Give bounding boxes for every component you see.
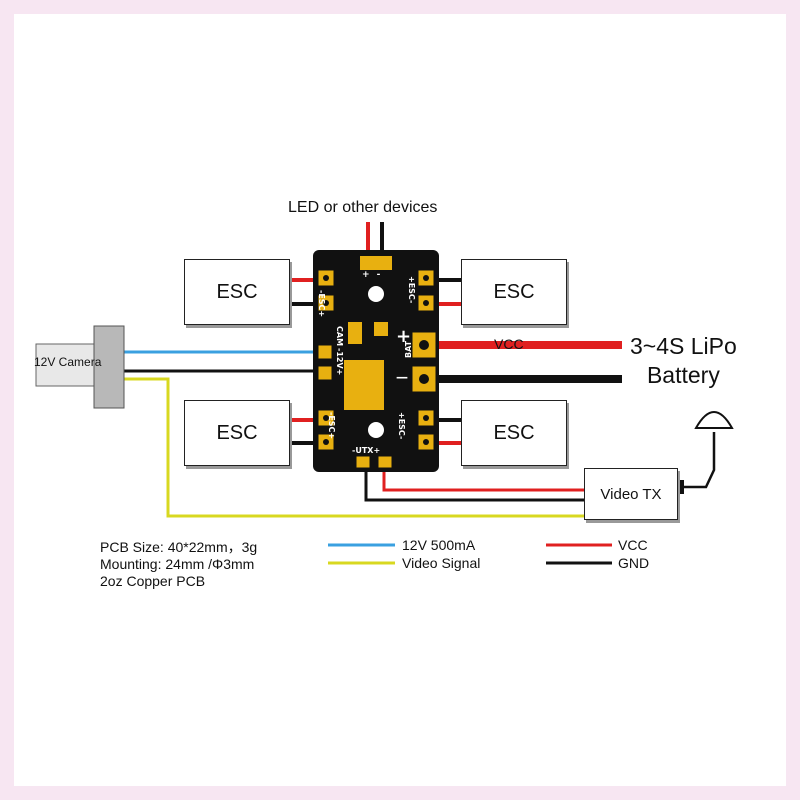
legend-yellow-label: Video Signal <box>402 555 481 571</box>
antenna-icon <box>694 411 734 429</box>
vtx-vcc-wire <box>382 470 584 492</box>
pcb-esc-right-top: +ESC- <box>407 276 416 304</box>
legend-blue-label: 12V 500mA <box>402 537 476 553</box>
battery-label: 3~4S LiPo Battery <box>630 332 737 390</box>
pcb-cam-text: CAM <box>335 326 344 347</box>
video-tx-box: Video TX <box>584 468 678 520</box>
pcb-esc-right-bottom: +ESC- <box>397 412 406 440</box>
pcb-bat-minus: — <box>396 370 408 384</box>
mount-hole-top <box>368 286 384 302</box>
antenna-cable <box>684 432 716 489</box>
component-left <box>348 322 362 344</box>
pcb-esc-left-top: -ESC+ <box>317 290 326 318</box>
camera-body-icon <box>93 325 125 409</box>
battery-label-line2: Battery <box>646 362 720 388</box>
esc-bottom-left: ESC <box>184 400 290 466</box>
vtx-gnd-wire <box>364 470 584 502</box>
pad-utx-plus <box>377 455 393 469</box>
pcb-led-pads-text: + - <box>362 270 383 280</box>
esc-bottom-right: ESC <box>461 400 567 466</box>
legend-black-label: GND <box>618 555 650 571</box>
pcb-esc-left-bottom: -ESC+ <box>327 412 336 440</box>
led-devices-label: LED or other devices <box>288 199 438 216</box>
camera-label: 12V Camera <box>34 355 102 369</box>
spec-mounting: Mounting: 24mm /Φ3mm <box>100 556 255 572</box>
pcb-specs: PCB Size: 40*22mm，3g Mounting: 24mm /Φ3m… <box>100 539 257 590</box>
battery-label-line1: 3~4S LiPo <box>630 333 737 359</box>
video-signal-wire <box>122 377 584 518</box>
esc-top-right: ESC <box>461 259 567 325</box>
pcb-12v-text: -12V+ <box>335 348 344 376</box>
pad-cam <box>317 344 333 360</box>
esc-top-left: ESC <box>184 259 290 325</box>
pad-utx-minus <box>355 455 371 469</box>
vcc-wire-label: VCC <box>494 336 524 352</box>
spec-copper: 2oz Copper PCB <box>100 573 206 589</box>
component-right <box>374 322 388 336</box>
antenna-connector <box>676 480 684 494</box>
pad-12v <box>317 365 333 381</box>
spec-size: PCB Size: 40*22mm，3g <box>100 539 258 555</box>
legend-red-label: VCC <box>618 537 648 553</box>
led-pads <box>360 256 392 270</box>
mount-hole-bottom <box>368 422 384 438</box>
pcb-utx-text: -UTX+ <box>352 446 381 455</box>
pcb-bat-plus: + <box>396 326 412 347</box>
regulator-chip <box>344 360 384 410</box>
